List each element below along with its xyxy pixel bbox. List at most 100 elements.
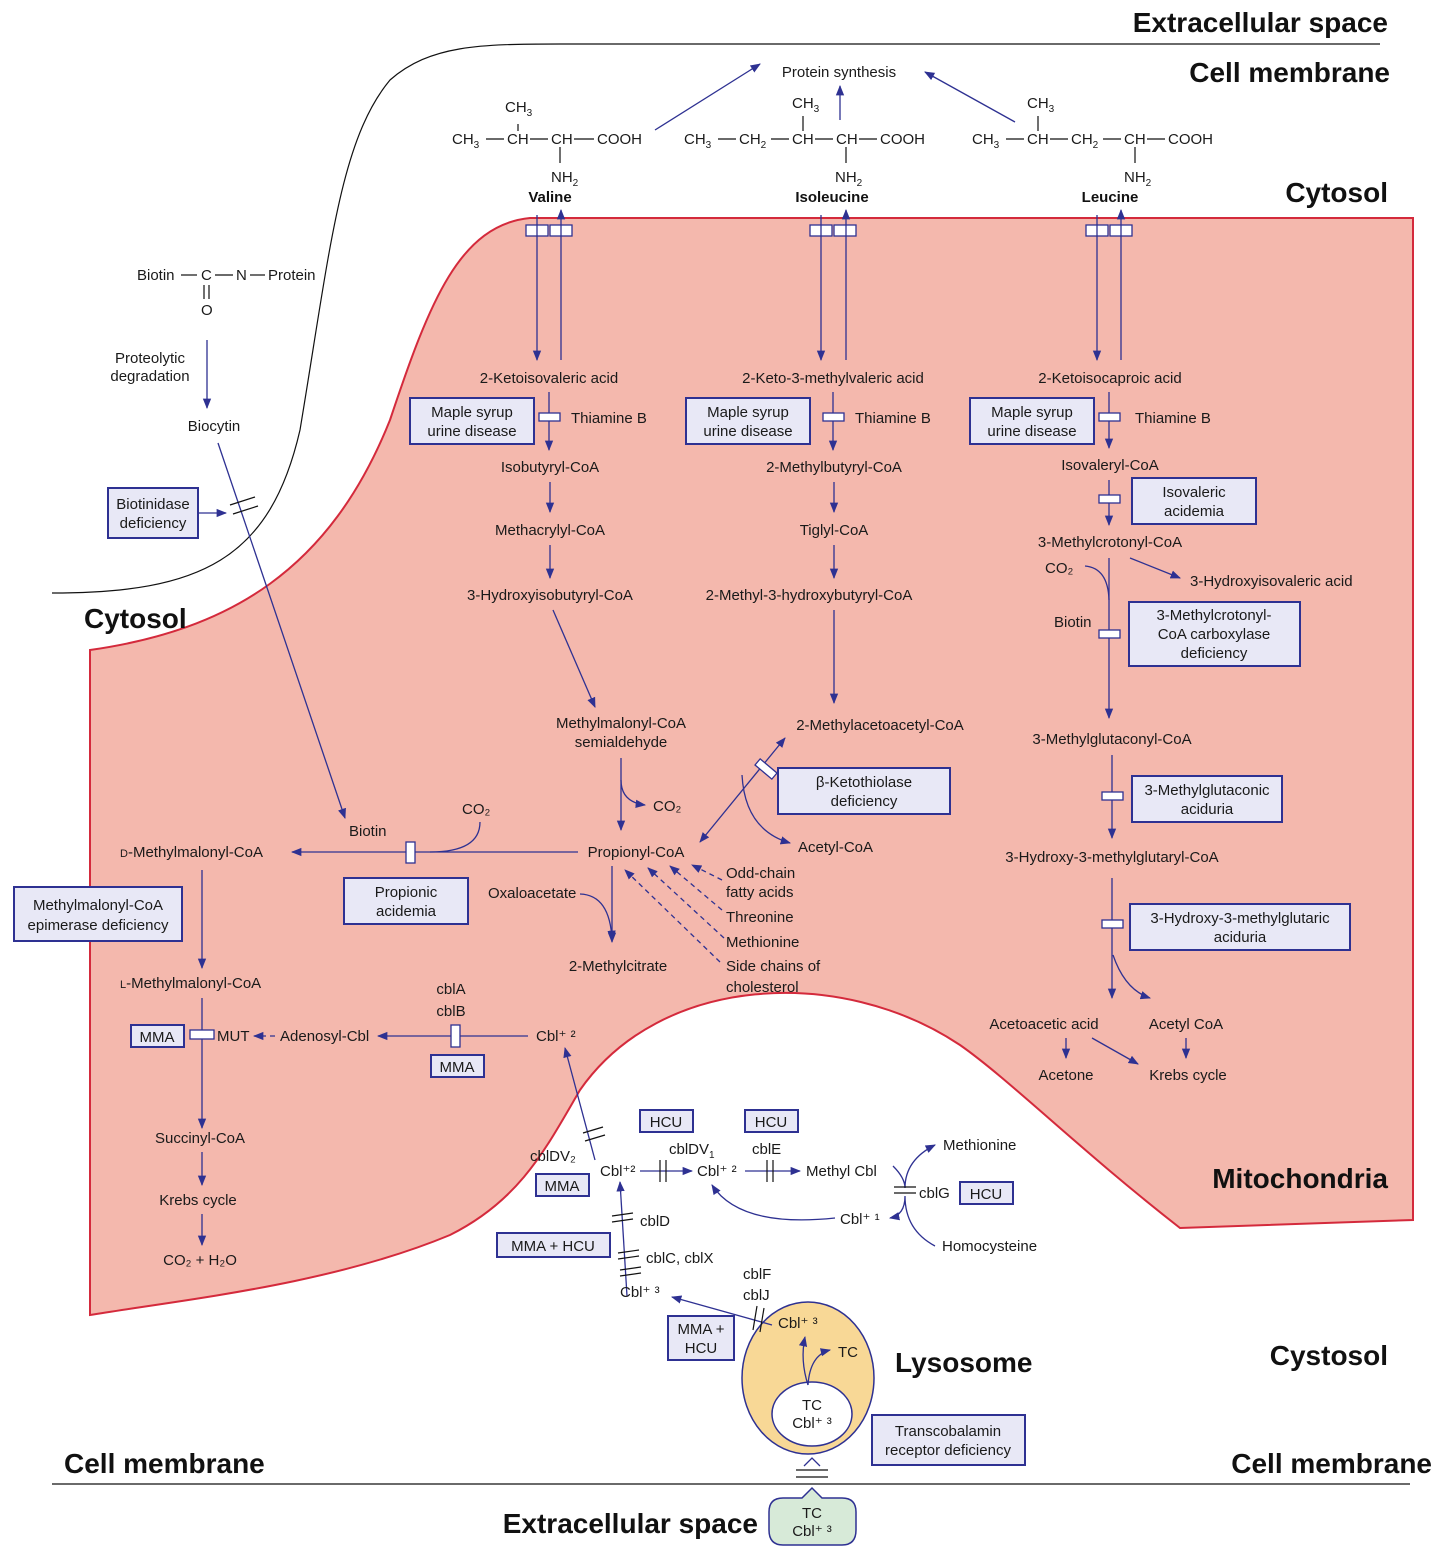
cell-membrane-left-label: Cell membrane <box>64 1448 265 1479</box>
svg-text:CH2: CH2 <box>1071 131 1099 151</box>
tc-cbl-lyso-2: Cbl⁺ ³ <box>792 1415 832 1432</box>
arrow-valine-protein <box>654 63 761 131</box>
epimerase-1: Methylmalonyl-CoA <box>33 897 163 914</box>
isoleucine-structure: CH3 CH2 CH CH COOH CH3 NH2 <box>684 95 925 189</box>
hydroxybutyryl-coa: 2-Methyl-3-hydroxybutyryl-CoA <box>706 587 913 604</box>
acetyl-coa-isoleucine: Acetyl-CoA <box>798 839 873 856</box>
isovaleryl-coa: Isovaleryl-CoA <box>1061 457 1159 474</box>
mut-label: MUT <box>217 1028 250 1045</box>
proteolytic-label-2: degradation <box>110 368 189 385</box>
acetyl-coa-leucine: Acetyl CoA <box>1149 1016 1223 1033</box>
mma-box-mut <box>130 1024 185 1048</box>
hcu-box-1 <box>639 1109 694 1133</box>
cbl2-cyto-b: Cbl⁺ ² <box>697 1163 737 1180</box>
mga-box <box>1131 775 1283 823</box>
tc-cbl-lyso-1: TC <box>802 1397 822 1414</box>
cell-membrane-top-curve <box>51 43 1380 594</box>
biotin-protein-oxygen: O <box>201 302 213 319</box>
cblg-label: cblG <box>919 1185 950 1202</box>
hcu-box-2 <box>744 1109 799 1133</box>
svg-text:CH3: CH3 <box>792 95 820 115</box>
succinyl-coa: Succinyl-CoA <box>155 1130 245 1147</box>
krebs-cycle-leucine: Krebs cycle <box>1149 1067 1227 1084</box>
svg-text:CH3: CH3 <box>972 131 1000 151</box>
transport-arrows <box>532 208 1126 362</box>
svg-text:NH2: NH2 <box>551 169 579 189</box>
cystosol-label: Cystosol <box>1270 1340 1388 1371</box>
cbla-label: cblA <box>436 981 465 998</box>
leucine-structure: CH3 CH CH2 CH COOH CH3 NH2 <box>972 95 1213 189</box>
source-cholesterol: cholesterol <box>726 979 799 996</box>
tcr-def-2: receptor deficiency <box>885 1442 1011 1459</box>
biotinidase-label-1: Biotinidase <box>116 496 189 513</box>
biotin-protein-carbon: C <box>201 267 212 284</box>
hcu-2-label: HCU <box>755 1114 788 1131</box>
isoleucine-keto-acid: 2-Keto-3-methylvaleric acid <box>742 370 924 387</box>
protein-synthesis-label: Protein synthesis <box>782 64 896 81</box>
cbl2-cyto-a: Cbl⁺² <box>600 1163 635 1180</box>
biotinidase-deficiency-box <box>107 487 199 539</box>
d-methylmalonyl-coa: D-Methylmalonyl-CoA <box>120 844 263 861</box>
mga-2: aciduria <box>1181 801 1234 818</box>
propionyl-coa: Propionyl-CoA <box>588 844 685 861</box>
msud-box-isoleucine <box>685 397 811 445</box>
biocytin-label: Biocytin <box>188 418 241 435</box>
msud-leucine-1: Maple syrup <box>991 404 1073 421</box>
msud-leucine-2: urine disease <box>987 423 1076 440</box>
mma-hcu2-1: MMA + <box>677 1321 724 1338</box>
mma-hcu-box-2 <box>667 1315 735 1361</box>
co2-h2o: CO₂ + H₂O <box>163 1252 237 1269</box>
cbl3-cyto: Cbl⁺ ³ <box>620 1284 660 1301</box>
cble-label: cblE <box>752 1141 781 1158</box>
valine-keto-acid: 2-Ketoisovaleric acid <box>480 370 618 387</box>
methylcitrate: 2-Methylcitrate <box>569 958 667 975</box>
proteolytic-label-1: Proteolytic <box>115 350 186 367</box>
mcc-3: deficiency <box>1181 645 1248 662</box>
svg-text:CH2: CH2 <box>739 131 767 151</box>
mcc-1: 3-Methylcrotonyl- <box>1156 607 1271 624</box>
source-threonine: Threonine <box>726 909 794 926</box>
msud-valine-2: urine disease <box>427 423 516 440</box>
tcr-def-1: Transcobalamin <box>895 1423 1001 1440</box>
msud-box-leucine <box>969 397 1095 445</box>
cytosol-right-label: Cytosol <box>1285 177 1388 208</box>
tiglyl-coa: Tiglyl-CoA <box>800 522 869 539</box>
source-methionine: Methionine <box>726 934 799 951</box>
hcu-box-3 <box>959 1181 1014 1205</box>
cell-membrane-right-label: Cell membrane <box>1231 1448 1432 1479</box>
lysosome-label: Lysosome <box>895 1347 1032 1378</box>
svg-text:CH: CH <box>792 131 814 148</box>
svg-text:CH3: CH3 <box>452 131 480 151</box>
biotin-leucine: Biotin <box>1054 614 1092 631</box>
msud-valine-1: Maple syrup <box>431 404 513 421</box>
hmga-1: 3-Hydroxy-3-methylglutaric <box>1150 910 1330 927</box>
arrow-leucine-protein <box>924 71 1016 123</box>
svg-text:CH3: CH3 <box>684 131 712 151</box>
acetone: Acetone <box>1038 1067 1093 1084</box>
valine-thiamine: Thiamine B <box>571 410 647 427</box>
semialdehyde-1: Methylmalonyl-CoA <box>556 715 686 732</box>
propionic-acidemia-box <box>343 877 469 925</box>
cbldv1-label: cblDV1 <box>669 1141 715 1161</box>
hydroxyisobutyryl-coa: 3-Hydroxyisobutyryl-CoA <box>467 587 633 604</box>
krebs-cycle-left: Krebs cycle <box>159 1192 237 1209</box>
methylbutyryl-coa: 2-Methylbutyryl-CoA <box>766 459 902 476</box>
cblb-label: cblB <box>436 1003 465 1020</box>
mcc-2: CoA carboxylase <box>1158 626 1271 643</box>
hmg-coa: 3-Hydroxy-3-methylglutaryl-CoA <box>1005 849 1218 866</box>
mitochondria-label: Mitochondria <box>1212 1163 1388 1194</box>
msud-isoleucine-1: Maple syrup <box>707 404 789 421</box>
methylglutaconyl-coa: 3-Methylglutaconyl-CoA <box>1032 731 1191 748</box>
cblc-label: cblC, cblX <box>646 1250 714 1267</box>
isovaleric-2: acidemia <box>1164 503 1225 520</box>
co2-biotin: CO₂ <box>462 801 491 818</box>
mcc-deficiency-box <box>1128 601 1301 667</box>
mma-cbla-label: MMA <box>440 1059 475 1076</box>
source-odd-chain: Odd-chain <box>726 865 795 882</box>
ketothiolase-deficiency-box <box>777 767 951 815</box>
biotin-protein-biotin: Biotin <box>137 267 175 284</box>
tc-receptor <box>796 1457 828 1478</box>
source-side-chains: Side chains of <box>726 958 821 975</box>
msud-box-valine <box>409 397 535 445</box>
